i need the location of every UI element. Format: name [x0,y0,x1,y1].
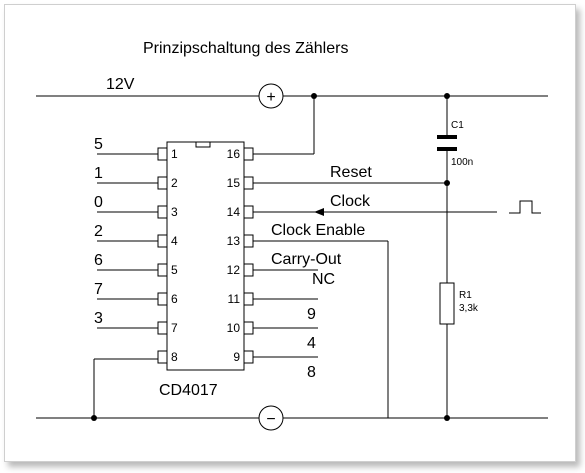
clock-enable-line [253,240,389,418]
pin-function-label: Clock Enable [271,222,365,239]
pin-number: 8 [171,350,178,364]
pin-number: 6 [171,292,178,306]
ic-notch [195,141,211,148]
pin-number: 14 [227,205,241,219]
pin-number: 16 [227,147,241,161]
pin-function-label: Reset [330,164,372,181]
ic-left-pin: 42 [94,223,178,248]
pin-function-label: 4 [307,335,316,352]
pin-number: 11 [228,292,241,306]
pin-number: 12 [227,263,241,277]
ic-right-pin: 13 Clock Enable [227,222,366,248]
pin-number: 5 [171,263,178,277]
pin-pad [243,147,254,161]
ic-right-pin: 98 [233,350,318,381]
output-label: 5 [94,136,103,153]
clock-line [253,200,541,216]
pin-number: 15 [227,176,241,190]
ic-right-pin: 15 Reset [227,164,373,190]
positive-rail: + 12V [36,76,548,109]
plus-symbol: + [266,89,275,106]
pin-function-label: Carry-Out [271,251,342,268]
pin-number: 7 [171,321,178,335]
plus-terminal-icon [258,83,284,109]
ic-left-pin: 73 [94,310,178,335]
pin-pad [157,321,168,335]
pin-pad [243,350,254,364]
negative-rail: − [36,405,548,431]
pin-pad [157,176,168,190]
pin-number: 3 [171,205,178,219]
vss-connection [93,358,158,418]
pin-number: 9 [233,350,240,364]
ic-name: CD4017 [159,382,218,399]
resistor-value: 3,3k [459,303,479,314]
pin-pad [243,234,254,248]
resistor-name: R1 [459,290,472,301]
output-label: 6 [94,252,103,269]
vdd-connection [253,96,315,155]
pin-function-label: 9 [307,306,316,323]
ic-left-pin: 8 [157,350,178,364]
pin-pad [157,205,168,219]
pin-function-label: 8 [307,364,316,381]
pin-pad [157,263,168,277]
ic-left-pin: 21 [94,165,178,190]
ic-left-pin: 15 [94,136,178,161]
diagram-title: Prinzipschaltung des Zählers [143,40,348,57]
arrow-left-icon [314,208,324,216]
capacitor-c1: C1 100n [437,96,473,183]
pin-pad [157,292,168,306]
output-label: 2 [94,223,103,240]
pin-number: 1 [171,147,178,161]
pin-pad [157,350,168,364]
pin-pad [243,263,254,277]
ic-right-pin: 16 [227,147,254,161]
output-label: 0 [94,194,103,211]
output-label: 1 [94,165,103,182]
pin-pad [243,292,254,306]
ic-right-pin: 10 4 [227,321,318,352]
clock-pulse-icon [509,200,541,214]
pin-pad [243,205,254,219]
resistor-body [439,282,455,325]
pin-function-label: Clock [330,193,371,210]
capacitor-value: 100n [451,157,473,168]
output-label: 7 [94,281,103,298]
ic-right-pin: 14 Clock [227,193,371,219]
pin-number: 10 [227,321,241,335]
ic-left-pin: 56 [94,252,178,277]
resistor-r1: R1 3,3k [439,183,479,418]
ic-left-pin: 30 [94,194,178,219]
nc-label: NC [312,271,335,288]
ic-left-pin: 67 [94,281,178,306]
capacitor-name: C1 [451,120,464,131]
pin-pad [243,176,254,190]
ic-right-pin: 11 9 [228,292,318,323]
minus-terminal-icon [258,405,284,431]
minus-symbol: − [266,411,275,428]
pin-pad [157,147,168,161]
pin-pad [157,234,168,248]
pin-number: 13 [227,234,241,248]
output-label: 3 [94,310,103,327]
pin-pad [243,321,254,335]
diagram-frame [4,4,576,462]
pin-number: 2 [171,176,178,190]
pin-number: 4 [171,234,178,248]
supply-voltage-label: 12V [106,76,135,93]
